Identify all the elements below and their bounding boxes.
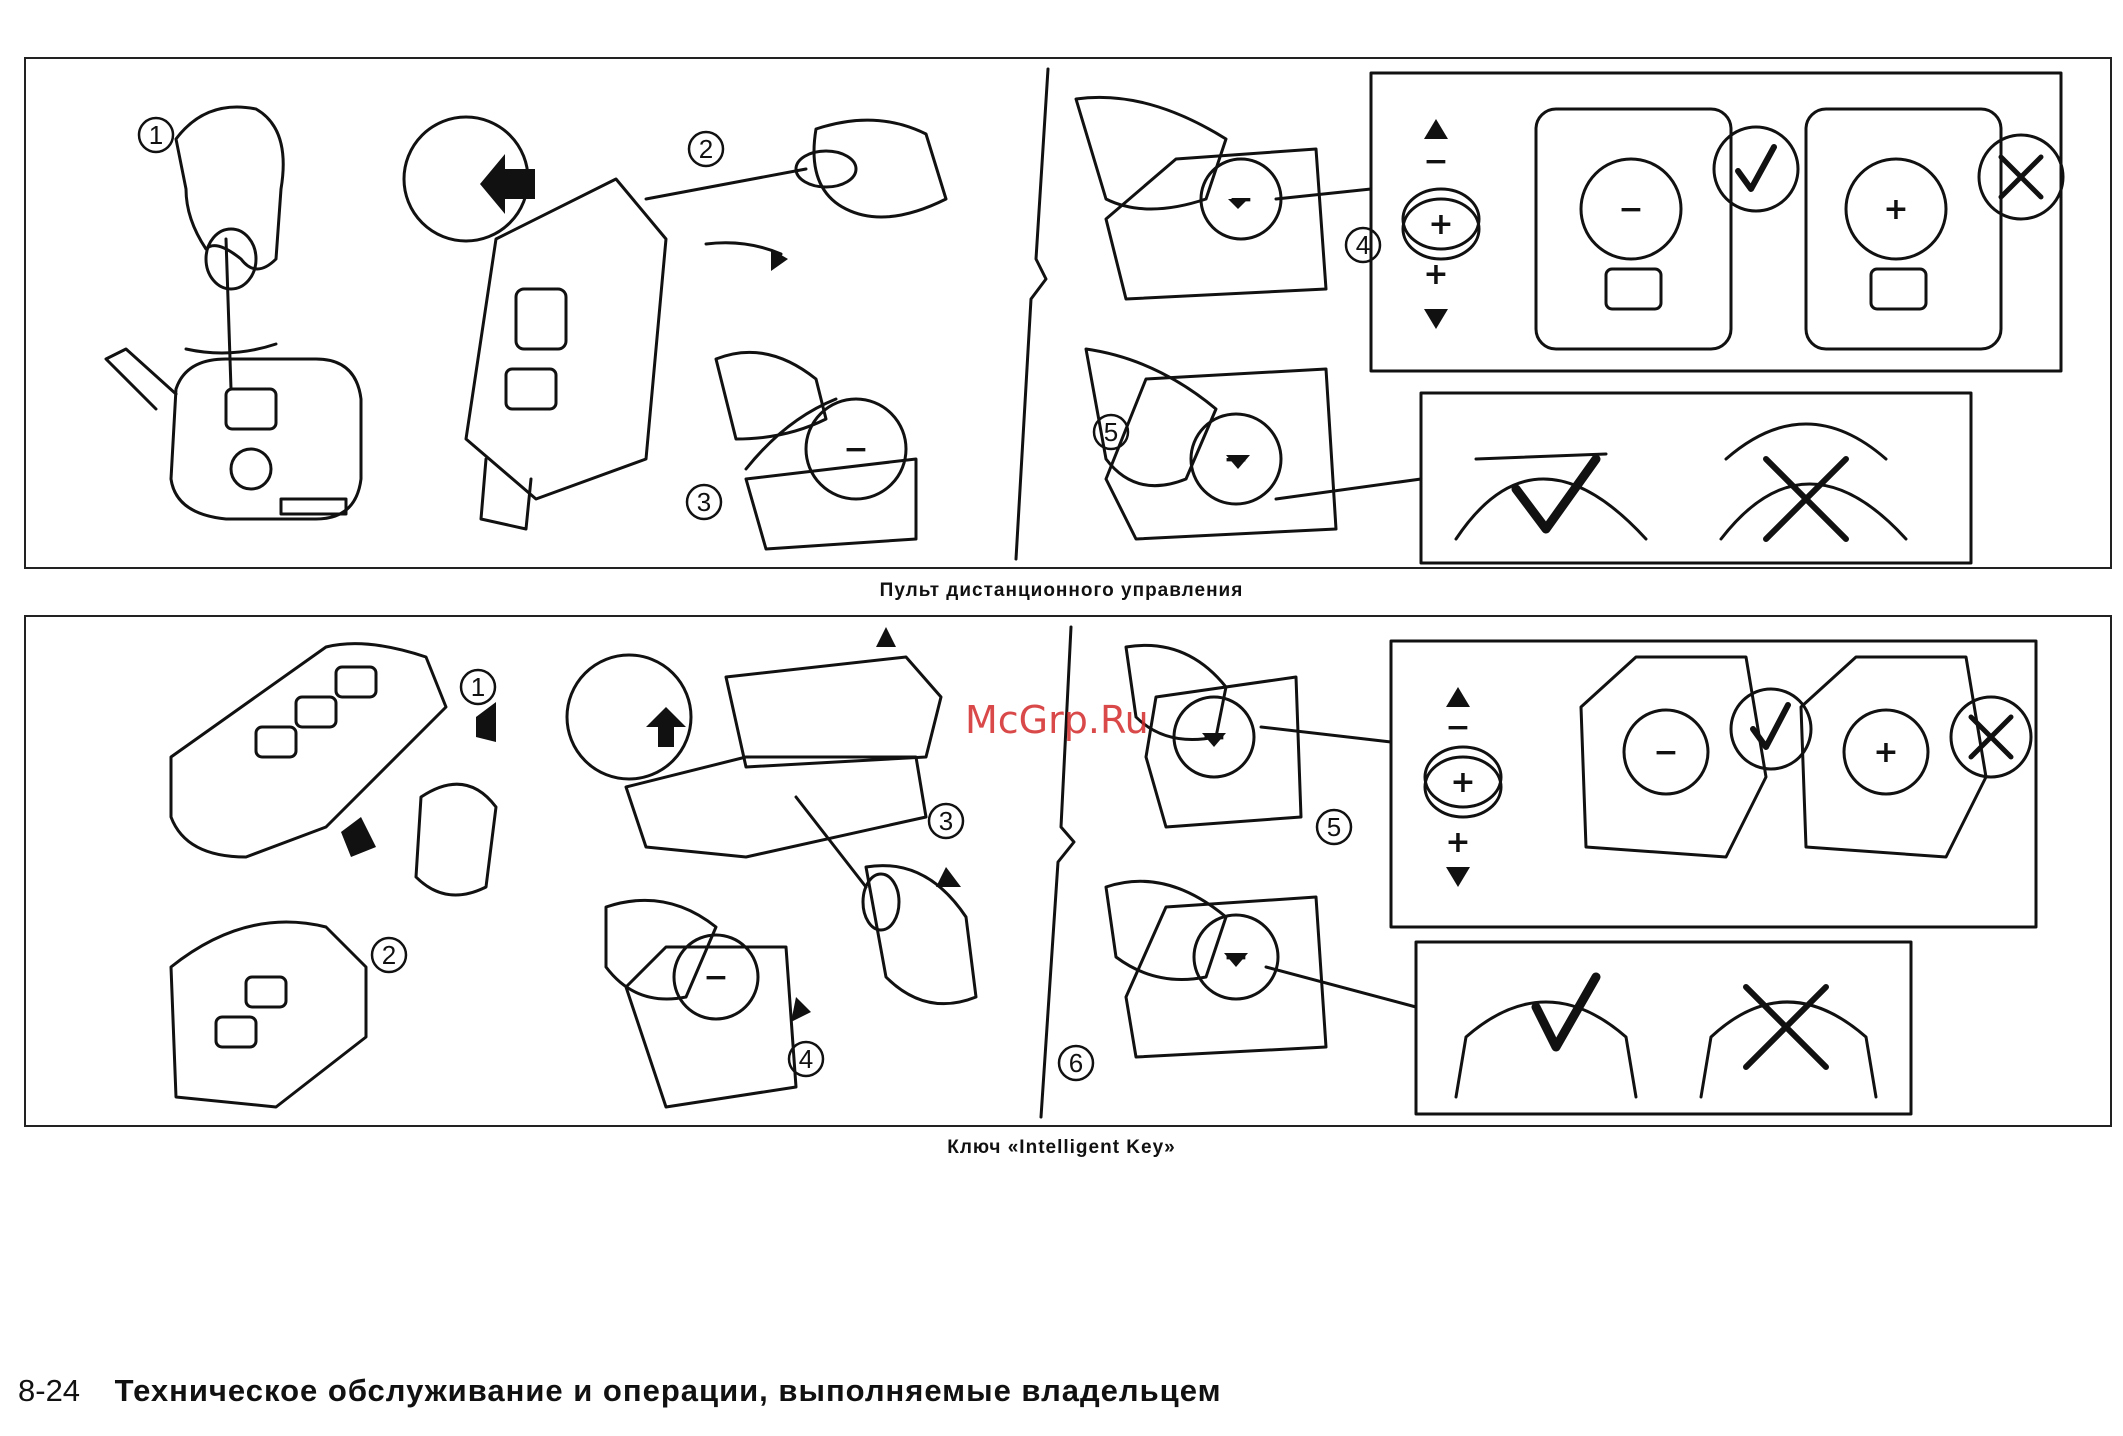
arrow-up-icon [646,707,686,747]
cross-mark-icon [1746,987,1826,1067]
minus-sign: − [1423,144,1448,179]
cross-mark-icon [1766,459,1846,539]
screwdriver-icon [796,797,899,930]
arrow-icon [936,867,961,887]
arrow-icon [341,817,376,857]
hand-icon [1106,881,1226,979]
step-number: 1 [149,120,163,150]
minus-sign: − [1228,182,1253,217]
arrow-up-icon [1424,119,1448,139]
key-fob-icon [626,657,941,857]
key-fob-icon [466,179,666,529]
key-fob-icon [171,922,366,1107]
step-number: 1 [471,672,485,702]
step-number: 3 [697,487,711,517]
polarity-inset-box [1391,641,2036,927]
minus-sign: − [1445,710,1470,745]
step-number: 2 [382,940,396,970]
minus-sign: − [1201,720,1226,755]
hand-icon [716,352,826,439]
watermark: McGrp.Ru [965,698,1149,742]
step-number: 2 [699,134,713,164]
cross-mark-icon [1971,717,2011,757]
plus-sign: + [1873,735,1898,770]
minus-sign: − [1618,192,1643,227]
key-fob-icon [171,644,446,857]
remote-control-illustration: 1 2 3 4 5 − + + − + − − − [26,59,2114,571]
leader-line [1276,479,1421,499]
arrow-icon [706,243,781,254]
step-number: 6 [1069,1048,1083,1078]
plus-sign: + [1423,257,1448,292]
step-number: 4 [1356,230,1370,260]
hand-icon [1076,97,1226,209]
minus-sign: − [1223,442,1248,477]
hand-icon [814,120,946,217]
step-number: 3 [939,806,953,836]
hand-icon [606,900,716,999]
leader-line [1266,967,1416,1007]
cross-mark-icon [2001,157,2041,197]
intelligent-key-panel: 1 2 3 4 5 6 − + + − + − − − [24,615,2112,1127]
arrow-up-icon [876,627,896,647]
minus-sign: − [703,960,728,995]
check-mark-icon [1516,459,1596,529]
arrow-down-icon [1424,309,1448,329]
arrow-icon [476,702,496,742]
leader-line [1276,189,1371,199]
minus-sign: − [1223,940,1248,975]
plus-sign: + [1428,207,1453,242]
step-number: 5 [1104,417,1118,447]
arrow-down-icon [1446,867,1470,887]
minus-sign: − [1653,735,1678,770]
step-number: 5 [1327,812,1341,842]
arrow-up-icon [1446,687,1470,707]
hand-icon [416,784,496,895]
seating-inset-box [1421,393,1971,563]
seating-inset-box [1416,942,1911,1114]
check-mark-icon [1738,147,1774,189]
polarity-inset-box [1371,73,2061,371]
panel-divider [1016,69,1048,559]
minus-sign: − [843,432,868,467]
section-title: Техническое обслуживание и операции, вып… [115,1373,1222,1408]
step-number: 4 [799,1044,813,1074]
page-number: 8-24 [18,1373,80,1408]
intelligent-key-caption: Ключ «Intelligent Key» [0,1137,2123,1159]
check-mark-icon [1731,689,1811,769]
key-fob-icon [106,349,361,519]
plus-sign: + [1445,825,1470,860]
check-mark-icon [1714,127,1798,211]
leader-line [1261,727,1391,742]
intelligent-key-illustration: 1 2 3 4 5 6 − + + − + − − − [26,617,2114,1129]
page-footer: 8-24 Техническое обслуживание и операции… [18,1373,1222,1409]
arrow-icon [791,997,811,1022]
plus-sign: + [1450,765,1475,800]
remote-control-caption: Пульт дистанционного управления [0,580,2123,602]
plus-sign: + [1883,192,1908,227]
hand-icon [176,107,283,269]
remote-control-panel: 1 2 3 4 5 − + + − + − − − [24,57,2112,569]
